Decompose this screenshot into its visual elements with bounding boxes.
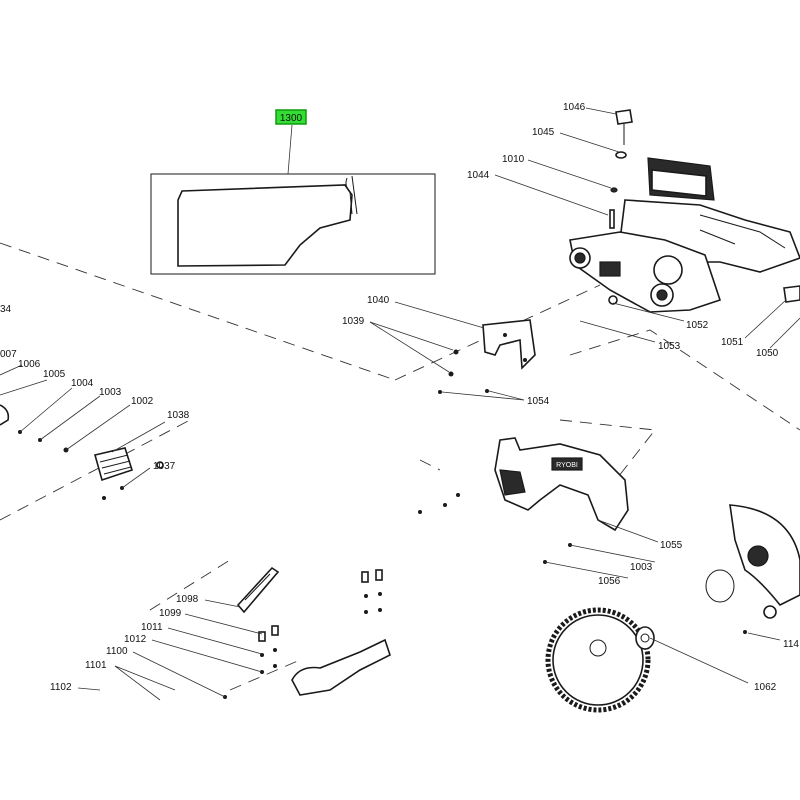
label-1046: 1046 (563, 102, 586, 113)
label-1039: 1039 (342, 316, 365, 327)
label-1040: 1040 (367, 295, 390, 306)
label-1003-right: 1003 (630, 562, 653, 573)
label-1004: 1004 (71, 378, 94, 389)
label-1052: 1052 (686, 320, 709, 331)
label-1099: 1099 (159, 608, 182, 619)
part-upper-blade-guard (705, 504, 800, 634)
label-1006: 1006 (18, 359, 41, 370)
label-1098: 1098 (176, 594, 199, 605)
label-1050: 1050 (756, 348, 779, 359)
bottom-left-parts (223, 566, 391, 699)
label-114: 114 (783, 639, 799, 650)
part-1040-bracket (438, 319, 536, 394)
label-1002: 1002 (131, 396, 154, 407)
label-1100: 1100 (106, 646, 128, 657)
part-1300-blade-guard (150, 124, 436, 275)
label-1044: 1044 (467, 170, 490, 181)
saw-blade (545, 607, 655, 713)
label-1055: 1055 (660, 540, 683, 551)
left-side-parts (0, 404, 164, 500)
label-1037: 1037 (153, 461, 176, 472)
part-1055-guard: RYOBI (418, 437, 629, 564)
label-007: 007 (0, 349, 17, 360)
leader-lines (0, 107, 800, 701)
label-1003-left: 1003 (99, 387, 122, 398)
label-1102: 1102 (50, 682, 72, 693)
label-1062: 1062 (754, 682, 777, 693)
label-1011: 1011 (141, 622, 163, 633)
label-34: 34 (0, 304, 12, 315)
label-1012: 1012 (124, 634, 147, 645)
highlight-label-1300: 1300 (275, 109, 307, 125)
label-1038: 1038 (167, 410, 190, 421)
brand-text: RYOBI (556, 462, 578, 469)
label-1005: 1005 (43, 369, 66, 380)
label-1010: 1010 (502, 154, 525, 165)
label-1045: 1045 (532, 127, 555, 138)
label-1051: 1051 (721, 337, 744, 348)
label-1054: 1054 (527, 396, 550, 407)
part-labels: 1046 1045 1010 1044 1040 1039 1052 1053 … (0, 102, 799, 693)
label-1053: 1053 (658, 341, 681, 352)
label-1056: 1056 (598, 576, 621, 587)
label-1300: 1300 (280, 113, 303, 124)
dashed-assembly-lines (0, 242, 800, 691)
label-1101: 1101 (85, 660, 107, 671)
motor-handle-assembly (569, 109, 800, 313)
